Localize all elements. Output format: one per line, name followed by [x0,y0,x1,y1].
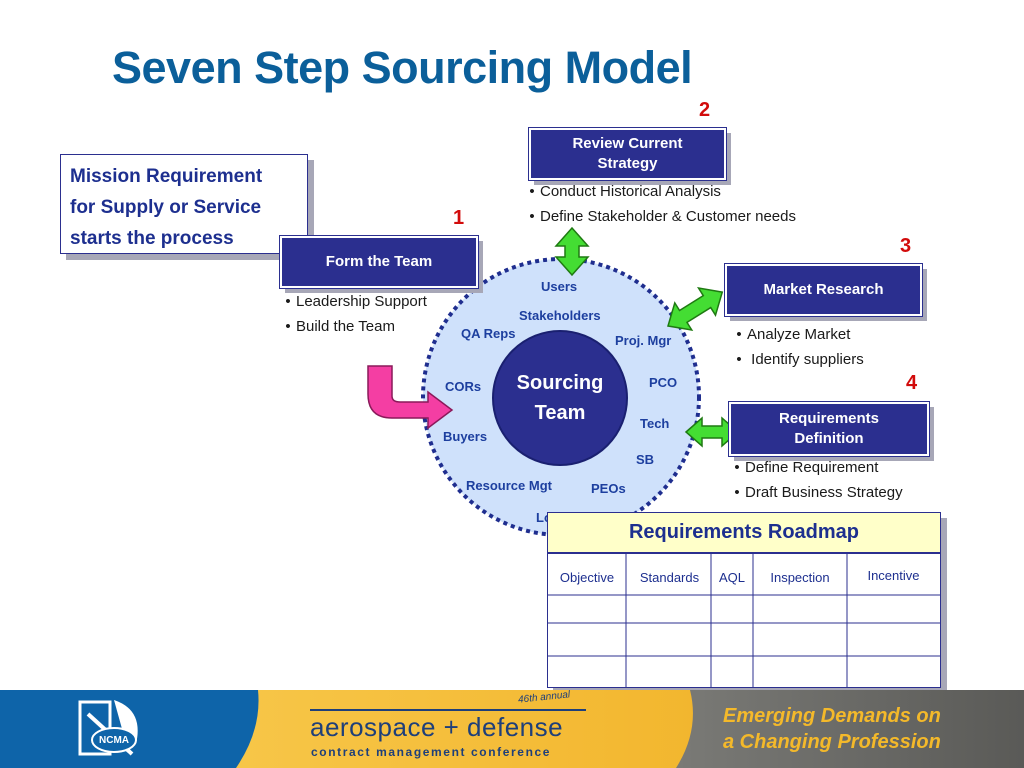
tagline-line-2: a Changing Profession [723,731,941,753]
step-1-number: 1 [453,207,465,229]
conference-name: aerospace + defense [310,712,564,742]
footer-tagline: Emerging Demands on a Changing Professio… [723,703,941,755]
step-4-bullets: Define Requirement Draft Business Strate… [729,456,903,505]
mission-box: Mission Requirement for Supply or Servic… [60,154,308,254]
footer-background [0,690,1024,768]
mission-line-1: Mission Requirement [70,166,263,187]
step-2-bullets: Conduct Historical Analysis Define Stake… [524,180,796,229]
step-2-bullet: Conduct Historical Analysis [524,180,796,205]
step-4-number: 4 [906,372,918,394]
roadmap-col-inspection: Inspection [770,570,830,585]
roadmap-col-incentive: Incentive [867,568,920,583]
member-users: Users [541,279,578,294]
sourcing-team-core: Sourcing Team [492,330,628,466]
member-stakeholders: Stakeholders [519,308,601,323]
step-1-bullet: Build the Team [280,315,427,340]
step-2-label: Review Current Strategy [572,134,683,172]
arrow-step-2 [554,226,590,277]
step-2-number: 2 [699,99,711,121]
member-proj-mgr: Proj. Mgr [615,333,672,348]
step-1-bullet: Leadership Support [280,290,427,315]
member-buyers: Buyers [443,429,488,444]
arrow-step-3 [667,287,724,332]
conference-subtitle: contract management conference [311,745,552,759]
member-cors: CORs [445,379,482,394]
member-pco: PCO [649,375,678,390]
mission-to-team-arrow [367,365,454,430]
ncma-logo-text: NCMA [99,735,129,746]
roadmap-col-aql: AQL [718,570,745,585]
roadmap-title: Requirements Roadmap [548,513,940,554]
step-3-number: 3 [900,235,912,257]
step-3-bullet: Identify suppliers [731,348,864,373]
requirements-roadmap: Requirements Roadmap Objective Standards… [547,512,941,688]
step-1-box: Form the Team [279,235,479,289]
step-3-bullets: Analyze Market Identify suppliers [731,323,864,372]
roadmap-col-objective: Objective [559,570,615,585]
roadmap-col-standards: Standards [639,570,700,585]
mission-line-3: starts the process [70,228,234,249]
conference-rule [310,709,586,711]
step-2-box: Review Current Strategy [528,127,727,181]
footer-banner: NCMA 46th annual aerospace + defense con… [0,689,1024,768]
ncma-logo-icon [78,700,138,756]
step-4-bullet: Draft Business Strategy [729,481,903,506]
member-peos: PEOs [591,481,626,496]
member-tech: Tech [640,416,670,431]
step-2-bullet: Define Stakeholder & Customer needs [524,205,796,230]
step-4-label: Requirements Definition [778,409,880,447]
member-sb: SB [636,452,655,467]
member-resource-mgt: Resource Mgt [466,478,552,493]
step-4-box: Requirements Definition [728,401,930,457]
mission-line-2: for Supply or Service [70,197,262,218]
step-1-bullets: Leadership Support Build the Team [280,290,427,339]
tagline-line-1: Emerging Demands on [723,705,941,727]
step-3-box: Market Research [724,263,923,317]
step-3-label: Market Research [763,280,884,298]
step-3-bullet: Analyze Market [731,323,864,348]
page-title: Seven Step Sourcing Model [112,42,693,93]
member-qa-reps: QA Reps [461,326,516,341]
step-1-label: Form the Team [325,252,433,270]
roadmap-grid [548,553,940,687]
step-4-bullet: Define Requirement [729,456,903,481]
